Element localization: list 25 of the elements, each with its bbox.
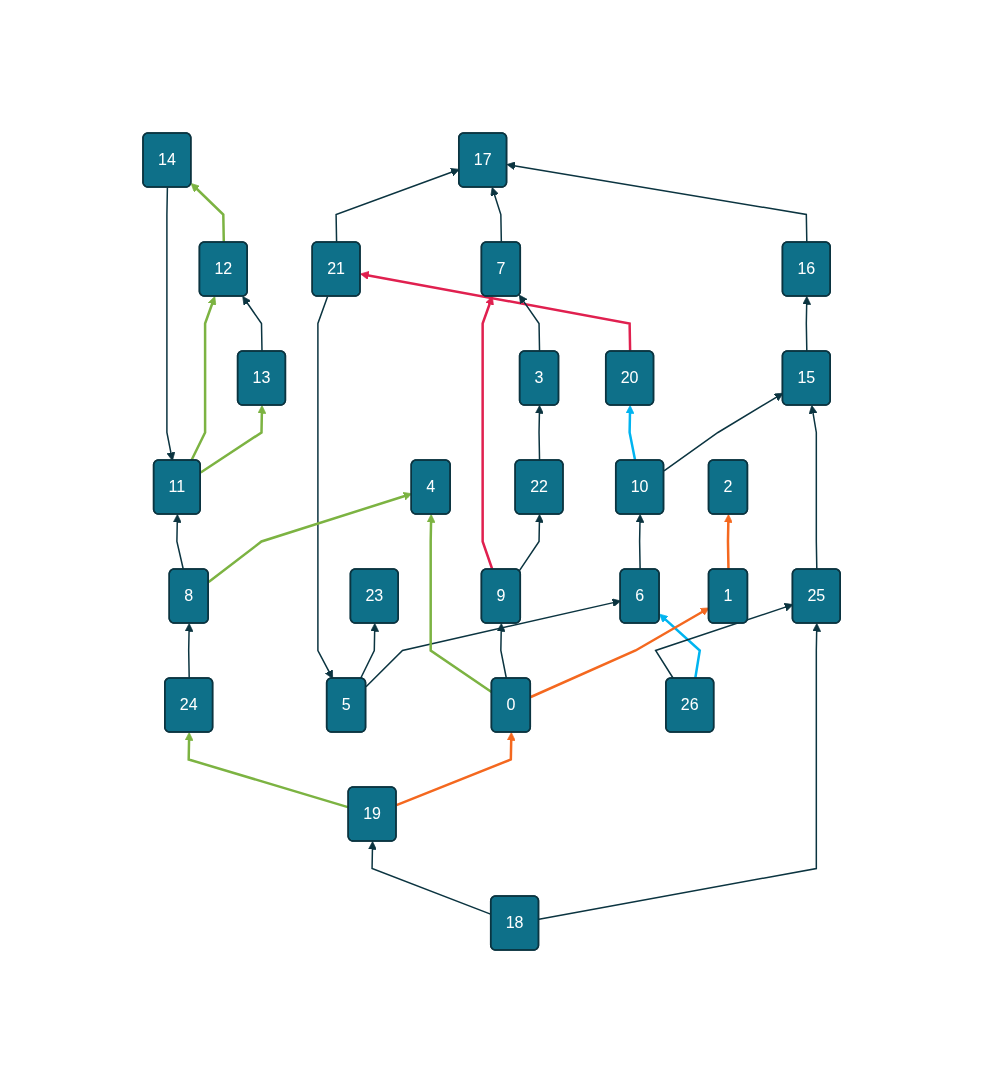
arrow: [242, 296, 264, 353]
arrow: [724, 514, 734, 570]
arrow: [317, 295, 334, 679]
arrow: [185, 623, 194, 680]
arrow: [809, 405, 818, 571]
arrow: [635, 514, 645, 571]
arrow: [519, 294, 541, 353]
arrow: [200, 405, 267, 474]
arrow: [802, 296, 812, 353]
arrow: [360, 623, 380, 680]
arrow: [507, 161, 808, 244]
arrow: [191, 183, 226, 243]
arrow: [173, 514, 185, 571]
arrow: [497, 623, 508, 680]
arrow: [190, 296, 217, 462]
arrow: [490, 187, 503, 244]
arrow: [518, 514, 545, 572]
arrow: [360, 271, 632, 352]
arrow: [659, 613, 702, 679]
arrow: [535, 405, 545, 462]
arrow: [166, 186, 176, 461]
arrow: [625, 405, 637, 461]
arrow: [481, 296, 495, 570]
arrow: [396, 732, 516, 807]
arrow: [538, 623, 822, 920]
